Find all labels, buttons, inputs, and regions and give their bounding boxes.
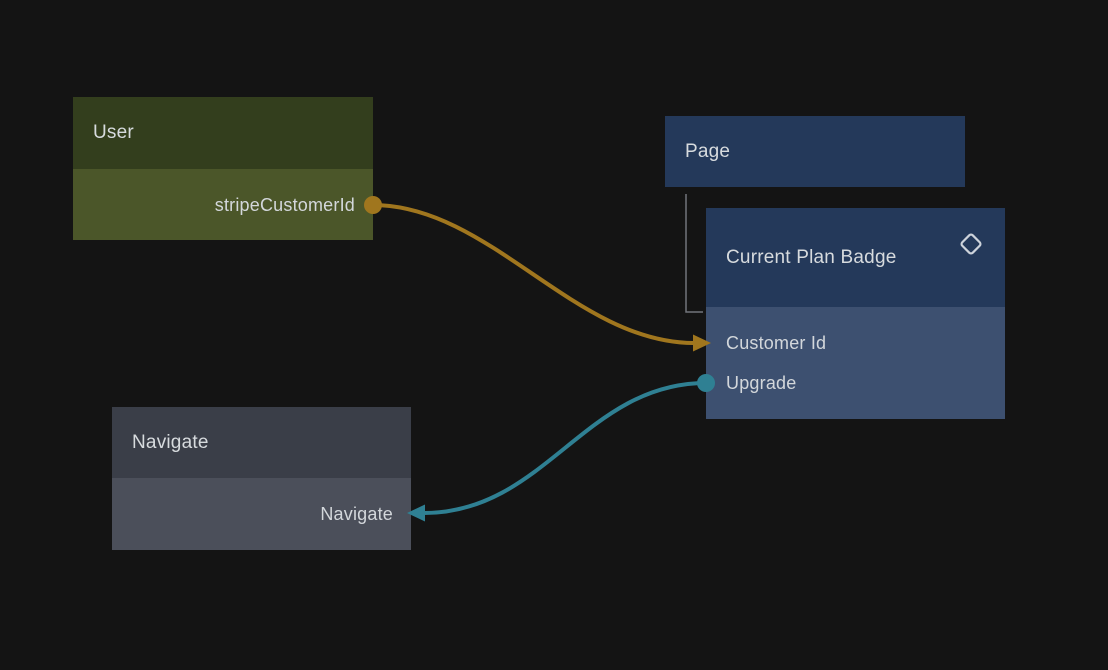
node-user-body: stripeCustomerId bbox=[73, 169, 373, 240]
node-navigate-body: Navigate bbox=[112, 478, 411, 550]
diamond-icon bbox=[959, 232, 983, 256]
edge-upgrade-to-navigate[interactable] bbox=[422, 381, 708, 515]
node-page-header: Page bbox=[665, 116, 965, 187]
node-current-plan-badge[interactable]: Current Plan Badge Customer Id Upgrade bbox=[706, 208, 1005, 419]
port-customer-id[interactable]: Customer Id bbox=[726, 333, 827, 353]
node-page-title: Page bbox=[685, 140, 731, 162]
node-user-title: User bbox=[93, 122, 134, 143]
node-user-header: User bbox=[73, 97, 373, 169]
node-user[interactable]: User stripeCustomerId bbox=[73, 97, 373, 240]
node-current-plan-badge-body: Customer Id Upgrade bbox=[706, 307, 1005, 419]
node-page[interactable]: Page bbox=[665, 116, 965, 187]
node-current-plan-badge-title: Current Plan Badge bbox=[726, 246, 897, 268]
node-navigate-header: Navigate bbox=[112, 407, 411, 478]
tree-connector-page-to-current-plan-badge bbox=[685, 194, 703, 313]
edge-stripecustomerid-to-customerid[interactable] bbox=[371, 203, 696, 345]
node-current-plan-badge-header: Current Plan Badge bbox=[706, 208, 1005, 307]
node-navigate-title: Navigate bbox=[132, 431, 209, 453]
port-upgrade[interactable]: Upgrade bbox=[726, 373, 797, 393]
node-navigate[interactable]: Navigate Navigate bbox=[112, 407, 411, 550]
port-navigate[interactable]: Navigate bbox=[320, 504, 393, 524]
port-stripecustomerid[interactable]: stripeCustomerId bbox=[214, 194, 355, 215]
